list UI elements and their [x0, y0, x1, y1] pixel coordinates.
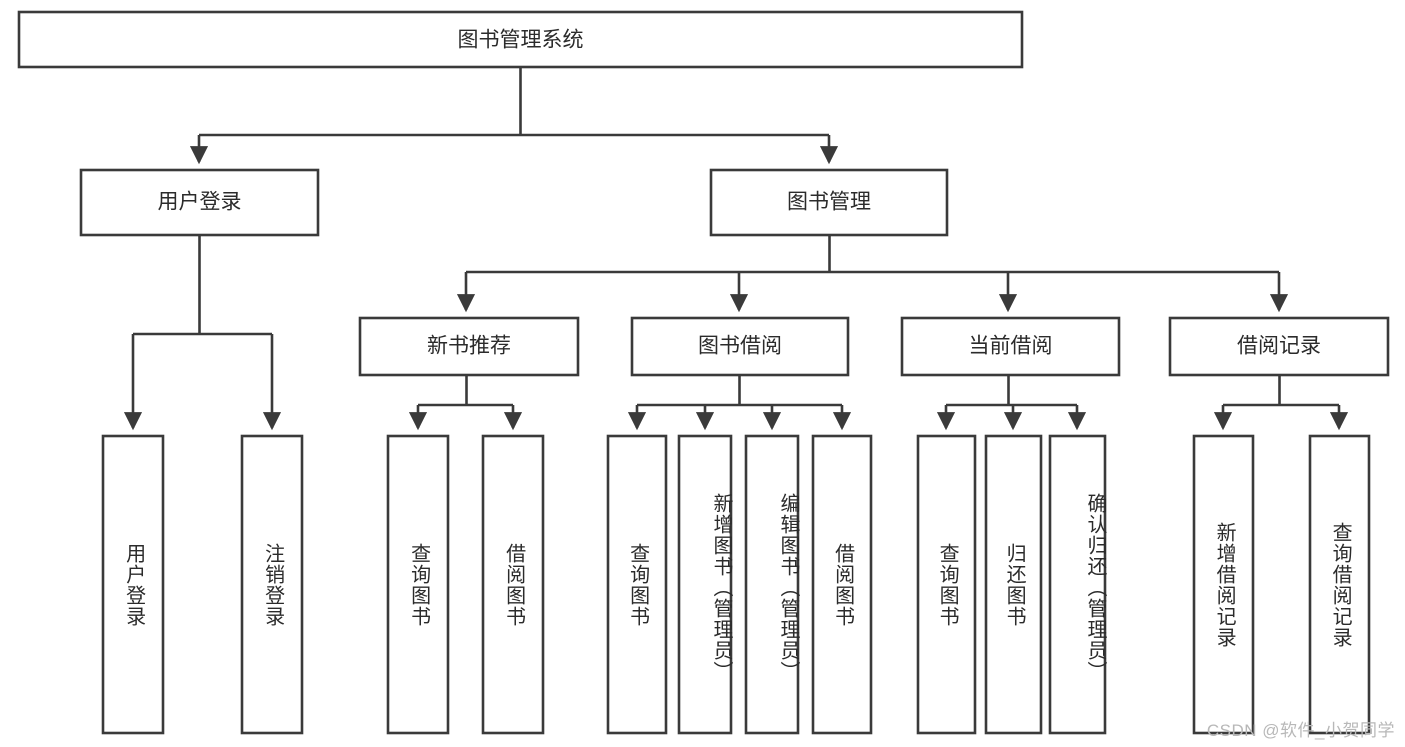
node-box-book-manage[interactable]: [709, 168, 949, 237]
node-box-leaf-edit-book-admin[interactable]: [744, 434, 800, 735]
node-box-current-borrow[interactable]: [900, 316, 1121, 377]
node-label-borrow-record: 借阅记录: [1237, 335, 1321, 358]
node-box-root-system[interactable]: [17, 10, 1024, 69]
node-box-leaf-borrow-book-recommend[interactable]: [481, 434, 545, 735]
node-box-leaf-add-borrow-record[interactable]: [1192, 434, 1255, 735]
node-label-user-login: 用户登录: [158, 191, 242, 214]
node-label-book-borrow: 图书借阅: [698, 335, 782, 358]
node-label-new-book-recommend: 新书推荐: [427, 335, 511, 358]
connector-group-book-manage: [456, 235, 1289, 313]
node-box-leaf-query-book-current[interactable]: [916, 434, 977, 735]
node-book-borrow[interactable]: 图书借阅: [630, 316, 850, 377]
node-new-book-recommend[interactable]: 新书推荐: [358, 316, 580, 377]
node-box-user-login[interactable]: [79, 168, 320, 237]
connector-group-borrow-record: [1213, 375, 1349, 431]
connector-group-current-borrow: [936, 375, 1087, 431]
connector-group-book-borrow: [627, 375, 852, 431]
node-root-system[interactable]: 图书管理系统: [17, 10, 1024, 69]
node-box-new-book-recommend[interactable]: [358, 316, 580, 377]
node-user-login[interactable]: 用户登录: [79, 168, 320, 237]
csdn-watermark: CSDN @软件_小贺同学: [1206, 721, 1395, 740]
node-box-leaf-query-borrow-record[interactable]: [1308, 434, 1371, 735]
node-box-leaf-query-book-recommend[interactable]: [386, 434, 450, 735]
node-box-borrow-record[interactable]: [1168, 316, 1390, 377]
node-box-leaf-user-login[interactable]: [101, 434, 165, 735]
node-label-book-manage: 图书管理: [787, 191, 871, 214]
node-box-leaf-user-logout[interactable]: [240, 434, 304, 735]
node-box-book-borrow[interactable]: [630, 316, 850, 377]
node-label-root-system: 图书管理系统: [458, 29, 584, 52]
node-label-current-borrow: 当前借阅: [969, 335, 1053, 358]
node-box-leaf-query-book-borrow[interactable]: [606, 434, 668, 735]
node-box-leaf-borrow-book[interactable]: [811, 434, 873, 735]
node-box-leaf-add-book-admin[interactable]: [677, 434, 733, 735]
node-current-borrow[interactable]: 当前借阅: [900, 316, 1121, 377]
node-box-leaf-confirm-return-admin[interactable]: [1048, 434, 1107, 735]
connector-group-new-book-recommend: [408, 375, 523, 431]
node-box-leaf-return-book[interactable]: [984, 434, 1043, 735]
connector-group-user-login: [123, 235, 282, 431]
node-book-manage[interactable]: 图书管理: [709, 168, 949, 237]
node-borrow-record[interactable]: 借阅记录: [1168, 316, 1390, 377]
connector-group-root: [189, 67, 839, 165]
